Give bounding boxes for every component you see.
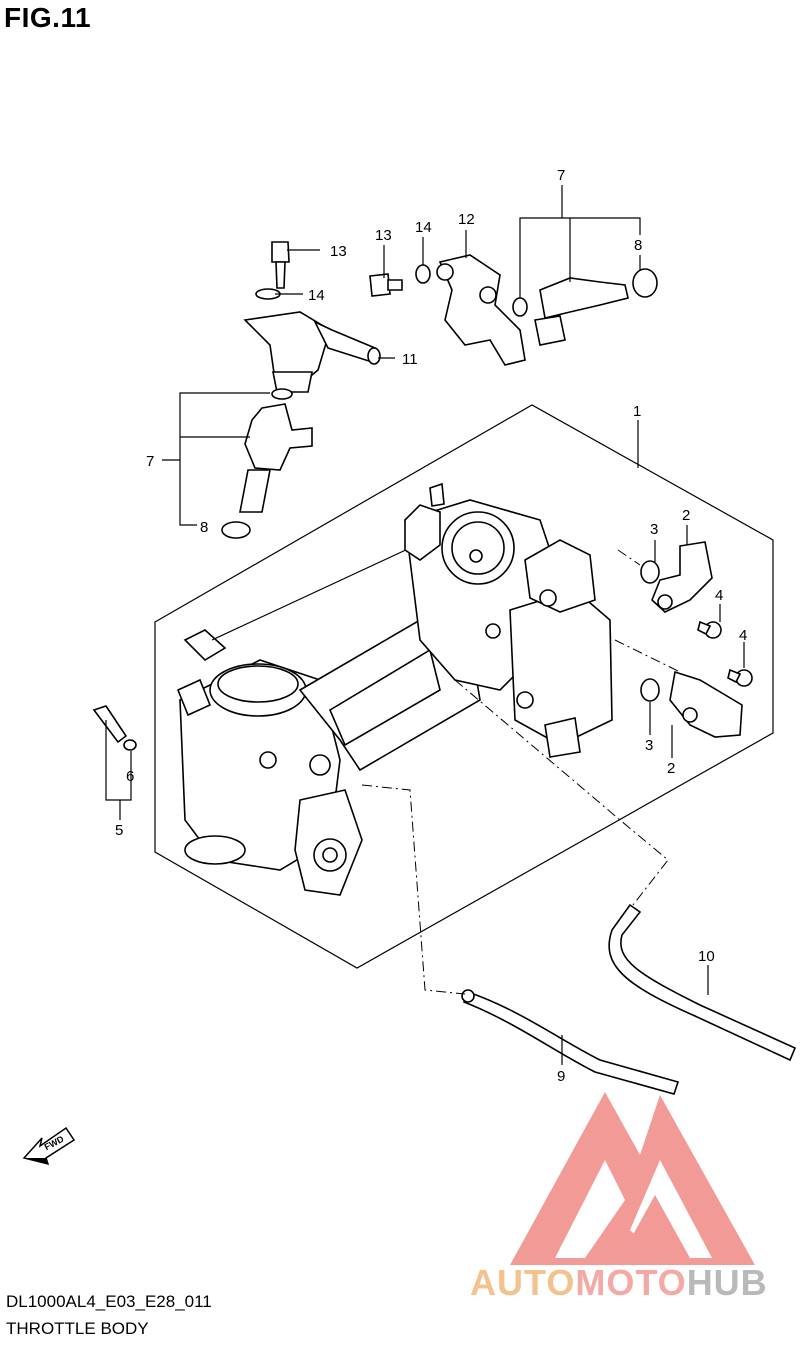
callout-9: 9 — [557, 1068, 565, 1085]
part-5-screw — [92, 705, 128, 744]
part-7-injector-left — [221, 388, 313, 539]
callout-8: 8 — [634, 237, 642, 254]
callout-13: 13 — [330, 243, 347, 260]
watermark-logo-mark — [510, 1092, 755, 1265]
part-14-o-ring-right — [415, 264, 431, 284]
callout-13: 13 — [375, 227, 392, 244]
callout-1: 1 — [633, 403, 641, 420]
part-7-injector-right — [534, 277, 629, 346]
leader-lines — [105, 185, 745, 1065]
figure-title: FIG.11 — [4, 2, 92, 33]
part-8-cushion-right — [632, 268, 658, 298]
callout-7: 7 — [146, 453, 154, 470]
relation-line — [614, 639, 681, 673]
part-12-joint — [436, 254, 526, 366]
part-7-o-ring-right — [512, 297, 528, 317]
callout-7: 7 — [557, 167, 565, 184]
callout-14: 14 — [308, 287, 325, 304]
forward-arrow-icon: FWD — [22, 1126, 76, 1166]
callout-14: 14 — [415, 219, 432, 236]
callout-12: 12 — [458, 211, 475, 228]
callout-3: 3 — [650, 521, 658, 538]
callout-4: 4 — [715, 587, 723, 604]
callout-4: 4 — [739, 627, 747, 644]
part-4-screw-upper — [697, 620, 722, 639]
callout-3: 3 — [645, 737, 653, 754]
part-2-sensor-upper — [651, 541, 713, 613]
relation-line — [454, 679, 669, 906]
assembly-boundary — [154, 404, 774, 969]
relation-line — [361, 784, 466, 995]
watermark-word-hub: HUB — [686, 1262, 768, 1303]
part-6-washer — [123, 739, 137, 751]
relation-line — [617, 549, 641, 566]
callout-6: 6 — [126, 768, 134, 785]
part-10-hose — [608, 903, 797, 1062]
callout-2: 2 — [667, 760, 675, 777]
watermark-logo-text: AUTOMOTOHUB — [470, 1262, 768, 1304]
callout-11: 11 — [402, 351, 418, 368]
callout-labels: 13 14 11 7 8 13 14 12 7 8 1 3 2 4 4 3 2 … — [115, 167, 747, 1085]
part-3-o-ring-lower — [640, 678, 660, 702]
part-13-screw-right — [369, 273, 403, 297]
watermark-word-moto: MOTO — [575, 1262, 687, 1303]
watermark-word-auto: AUTO — [470, 1262, 576, 1303]
part-2-sensor-lower — [669, 670, 743, 738]
callout-2: 2 — [682, 507, 690, 524]
throttle-body-assembly — [176, 482, 613, 896]
callout-10: 10 — [698, 948, 715, 965]
part-3-o-ring-upper — [640, 560, 660, 584]
callout-8: 8 — [200, 519, 208, 536]
part-13-screw — [271, 241, 290, 289]
part-9-hose — [461, 989, 680, 1095]
callout-5: 5 — [115, 822, 123, 839]
part-11-joint — [243, 311, 381, 393]
part-4-screw-lower — [727, 668, 753, 687]
section-title: THROTTLE BODY — [6, 1319, 149, 1338]
model-code: DL1000AL4_E03_E28_011 — [6, 1292, 212, 1311]
